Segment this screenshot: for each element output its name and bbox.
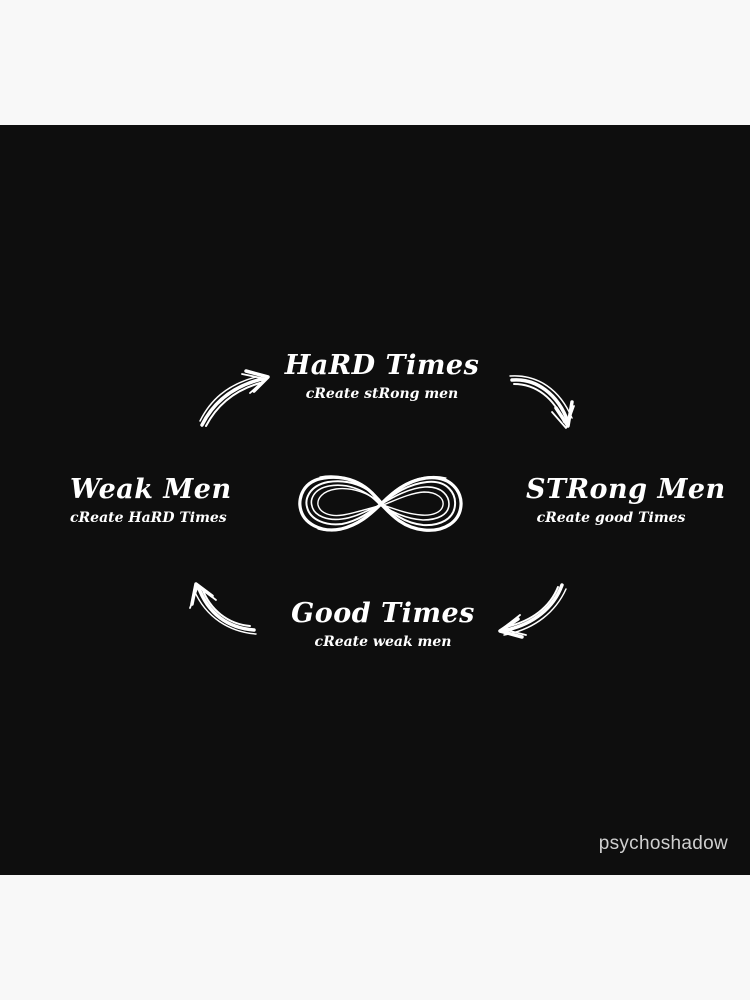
arrow-strong-to-good-icon (498, 583, 567, 639)
arrow-weak-to-hard-icon (199, 369, 270, 427)
weak-men-title: Weak Men (70, 474, 232, 505)
hard-times-subtitle: cReate stRong men (305, 386, 459, 402)
arrow-good-to-weak-icon (189, 582, 257, 635)
weak-men-node: Weak Men cReate HaRD Times (70, 474, 232, 528)
hard-times-node: HaRD Times cReate stRong men (282, 350, 482, 404)
weak-men-subtitle: cReate HaRD Times (70, 510, 227, 526)
hard-times-title: HaRD Times (284, 350, 480, 381)
strong-men-subtitle: cReate good Times (536, 510, 686, 526)
artist-watermark: psychoshadow (598, 833, 728, 854)
artwork-panel: HaRD Times cReate stRong men STRong Men … (0, 125, 750, 875)
good-times-title: Good Times (291, 598, 475, 629)
strong-men-node: STRong Men cReate good Times (526, 474, 726, 528)
infinity-icon (298, 475, 463, 532)
arrow-hard-to-strong-icon (509, 375, 575, 429)
good-times-node: Good Times cReate weak men (283, 598, 483, 652)
good-times-subtitle: cReate weak men (314, 634, 452, 650)
strong-men-title: STRong Men (526, 474, 726, 505)
